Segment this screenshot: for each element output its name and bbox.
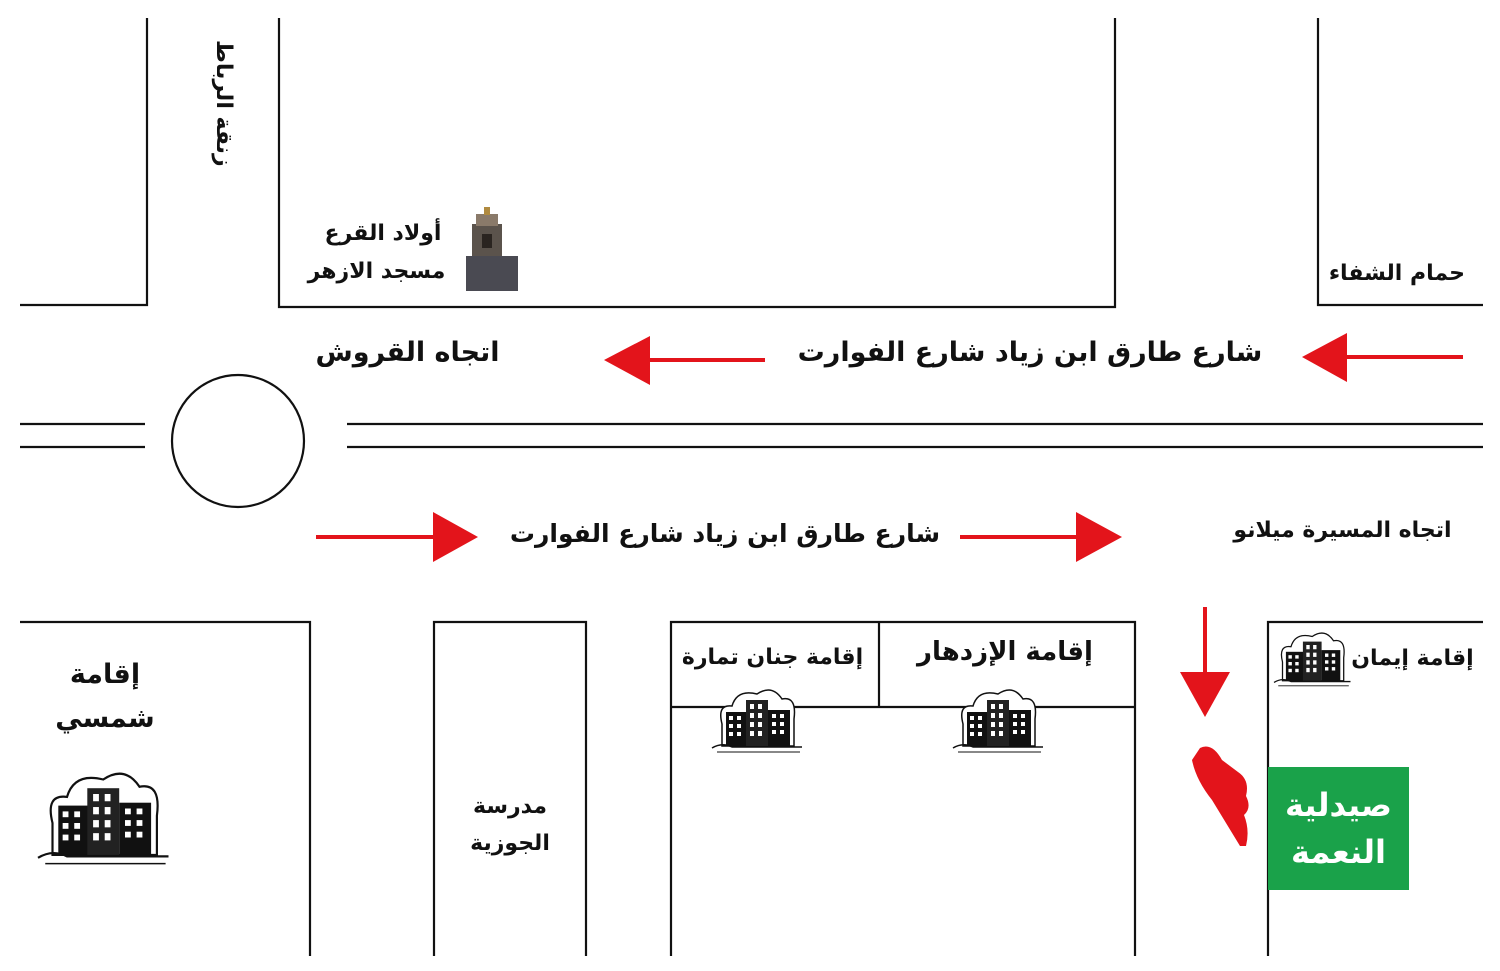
label-school-1: مدرسة — [473, 794, 547, 819]
label-street-top: شارع طارق ابن زياد شارع الفوارت — [797, 337, 1263, 368]
mosque-icon — [466, 207, 518, 291]
label-mosque-2: مسجد الازهر — [307, 259, 446, 284]
direction-arrows — [316, 333, 1463, 717]
pharmacy-box: صيدلية النعمة — [1268, 767, 1409, 890]
label-direction-massira: اتجاه المسيرة ميلانو — [1233, 518, 1452, 543]
label-school-2: الجوزية — [470, 831, 550, 856]
pharmacy-label-2: النعمة — [1291, 832, 1386, 871]
label-iqama-jinan: إقامة جنان تمارة — [681, 645, 864, 670]
building-icon — [36, 772, 170, 865]
label-street-bottom: شارع طارق ابن زياد شارع الفوارت — [509, 519, 941, 548]
label-direction-qroush: اتجاه القروش — [315, 337, 500, 368]
pharmacy-label-1: صيدلية — [1285, 786, 1392, 825]
label-hammam: حمام الشفاء — [1328, 261, 1465, 286]
label-iqama-shamsi-1: إقامة — [69, 659, 141, 690]
label-iqama-iman: إقامة إيمان — [1351, 646, 1474, 671]
label-zanqat-rabat: زنقة الرباط — [211, 40, 236, 167]
label-iqama-shamsi-2: شمسي — [55, 703, 155, 734]
pointing-hand-icon — [1192, 746, 1249, 846]
label-mosque-1: أولاد القرع — [324, 221, 442, 246]
label-iqama-izdihar: إقامة الإزدهار — [917, 637, 1093, 667]
